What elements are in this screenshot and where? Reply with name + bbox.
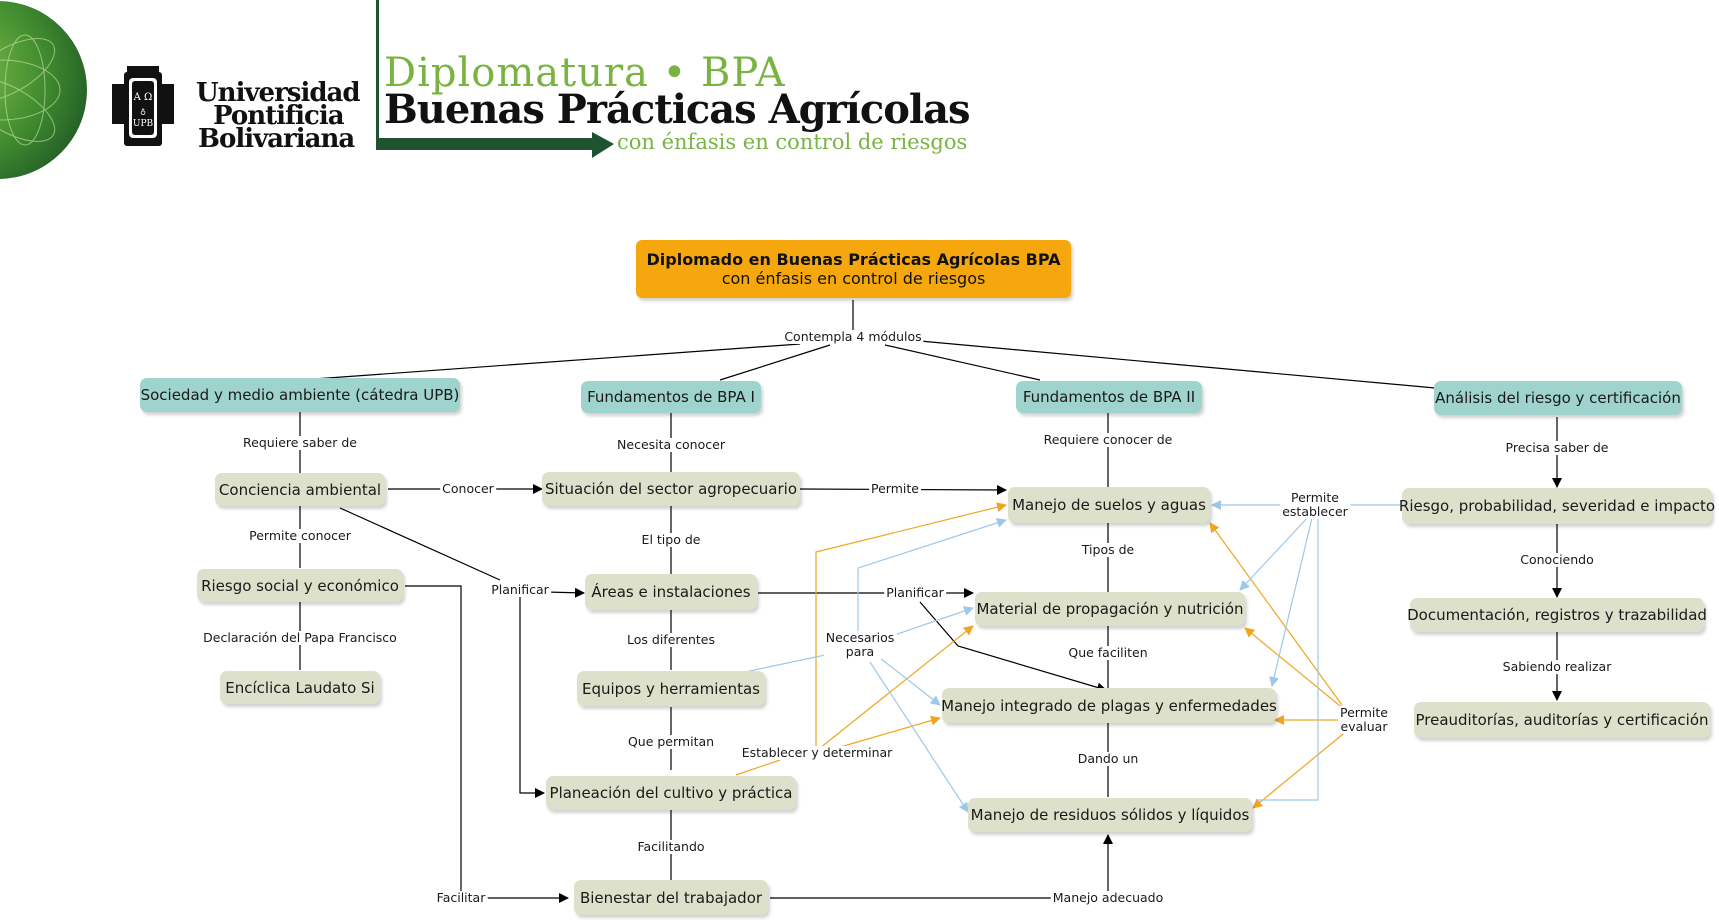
label-conocer: Conocer bbox=[440, 482, 496, 496]
label-que-faciliten: Que faciliten bbox=[1066, 646, 1149, 660]
label-tipos-de: Tipos de bbox=[1080, 543, 1136, 557]
node-analisis[interactable]: Análisis del riesgo y certificación bbox=[1434, 381, 1682, 415]
main-title-node[interactable]: Diplomado en Buenas Prácticas Agrícolas … bbox=[636, 240, 1071, 298]
label-contempla: Contempla 4 módulos bbox=[782, 330, 923, 344]
label-planificar-1: Planificar bbox=[489, 583, 551, 597]
label-planificar-2: Planificar bbox=[884, 586, 946, 600]
node-enciclica[interactable]: Encíclica Laudato Si bbox=[220, 671, 380, 704]
node-documentacion[interactable]: Documentación, registros y trazabilidad bbox=[1410, 598, 1704, 632]
label-precisa-saber: Precisa saber de bbox=[1504, 441, 1611, 455]
node-areas[interactable]: Áreas e instalaciones bbox=[585, 574, 757, 610]
node-conciencia[interactable]: Conciencia ambiental bbox=[215, 473, 385, 506]
node-plagas[interactable]: Manejo integrado de plagas y enfermedade… bbox=[942, 688, 1276, 723]
node-fundamentos-2[interactable]: Fundamentos de BPA II bbox=[1016, 381, 1202, 413]
label-permite-conocer: Permite conocer bbox=[247, 529, 353, 543]
label-permite-establecer: Permite establecer bbox=[1280, 491, 1350, 519]
main-subtitle: con énfasis en control de riesgos bbox=[722, 269, 986, 288]
label-el-tipo-de: El tipo de bbox=[640, 533, 703, 547]
node-preauditorias[interactable]: Preauditorías, auditorías y certificació… bbox=[1414, 702, 1710, 738]
label-los-diferentes: Los diferentes bbox=[625, 633, 717, 647]
main-title: Diplomado en Buenas Prácticas Agrícolas … bbox=[646, 250, 1060, 269]
label-establecer-determinar: Establecer y determinar bbox=[740, 746, 895, 760]
label-permite-evaluar: Permite evaluar bbox=[1338, 706, 1390, 734]
node-bienestar[interactable]: Bienestar del trabajador bbox=[574, 880, 768, 915]
label-declaracion: Declaración del Papa Francisco bbox=[201, 631, 399, 645]
label-dando-un: Dando un bbox=[1076, 752, 1141, 766]
node-planeacion[interactable]: Planeación del cultivo y práctica bbox=[546, 776, 796, 810]
label-que-permitan: Que permitan bbox=[626, 735, 716, 749]
label-requiere-conocer: Requiere conocer de bbox=[1042, 433, 1175, 447]
label-sabiendo-realizar: Sabiendo realizar bbox=[1501, 660, 1614, 674]
node-fundamentos-1[interactable]: Fundamentos de BPA I bbox=[581, 381, 761, 413]
node-suelos[interactable]: Manejo de suelos y aguas bbox=[1008, 487, 1210, 523]
node-riesgo-social[interactable]: Riesgo social y económico bbox=[197, 569, 403, 602]
label-manejo-adecuado: Manejo adecuado bbox=[1051, 891, 1165, 905]
node-residuos[interactable]: Manejo de residuos sólidos y líquidos bbox=[968, 798, 1252, 832]
label-necesita-conocer: Necesita conocer bbox=[615, 438, 727, 452]
node-equipos[interactable]: Equipos y herramientas bbox=[577, 671, 765, 706]
node-situacion[interactable]: Situación del sector agropecuario bbox=[542, 472, 800, 506]
node-riesgo-probabilidad[interactable]: Riesgo, probabilidad, severidad e impact… bbox=[1402, 488, 1712, 524]
label-necesarios-para: Necesarios para bbox=[824, 631, 897, 659]
node-material[interactable]: Material de propagación y nutrición bbox=[975, 592, 1245, 626]
label-conociendo: Conociendo bbox=[1518, 553, 1596, 567]
label-facilitar: Facilitar bbox=[435, 891, 488, 905]
label-requiere-saber: Requiere saber de bbox=[241, 436, 359, 450]
label-facilitando: Facilitando bbox=[635, 840, 706, 854]
node-sociedad[interactable]: Sociedad y medio ambiente (cátedra UPB) bbox=[140, 378, 460, 412]
label-permite: Permite bbox=[869, 482, 921, 496]
